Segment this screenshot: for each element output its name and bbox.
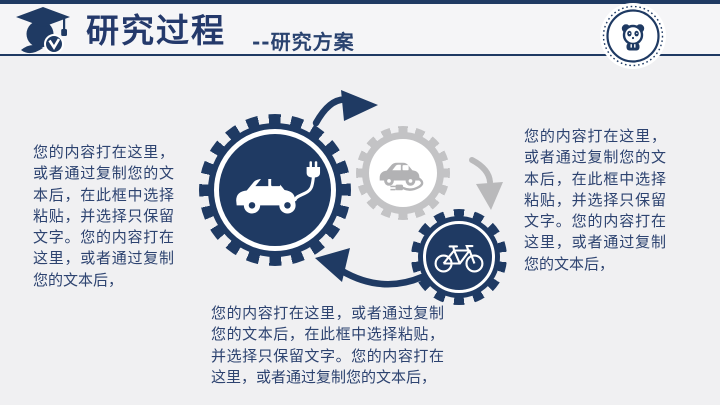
- text-block-bottom: 您的内容打在这里，或者通过复制您的文本后，在此框中选择粘贴，并选择只保留文字。您…: [211, 304, 444, 386]
- header-divider: [0, 54, 720, 56]
- bicycle-icon: [434, 244, 484, 273]
- header: [0, 4, 720, 54]
- gear-large: [199, 114, 351, 266]
- text-block-left: 您的内容打在这里，或者通过复制您的文本后，在此框中选择粘贴，并选择只保留文字。您…: [33, 143, 174, 289]
- gear-large-ring: [214, 129, 336, 251]
- gear-mid: [356, 126, 450, 220]
- text-block-right: 您的内容打在这里，或者通过复制您的文本后，在此框中选择粘贴，并选择只保留文字。您…: [524, 127, 666, 273]
- page-subtitle: --研究方案: [252, 30, 355, 54]
- top-accent-bar: [0, 0, 720, 4]
- gear-small: [411, 209, 507, 305]
- curved-arrow-down-icon: [469, 157, 503, 210]
- curved-arrow-top-icon: [312, 90, 378, 127]
- gear-mid-ring: [369, 139, 437, 207]
- charging-car-icon: [379, 162, 424, 191]
- panda-seal-icon: [600, 3, 666, 69]
- electric-car-icon: [236, 161, 321, 214]
- curved-arrow-left-icon: [315, 248, 426, 288]
- page-title: 研究过程: [86, 11, 226, 50]
- gear-small-ring: [423, 221, 495, 293]
- graduation-cap-icon: [16, 7, 70, 54]
